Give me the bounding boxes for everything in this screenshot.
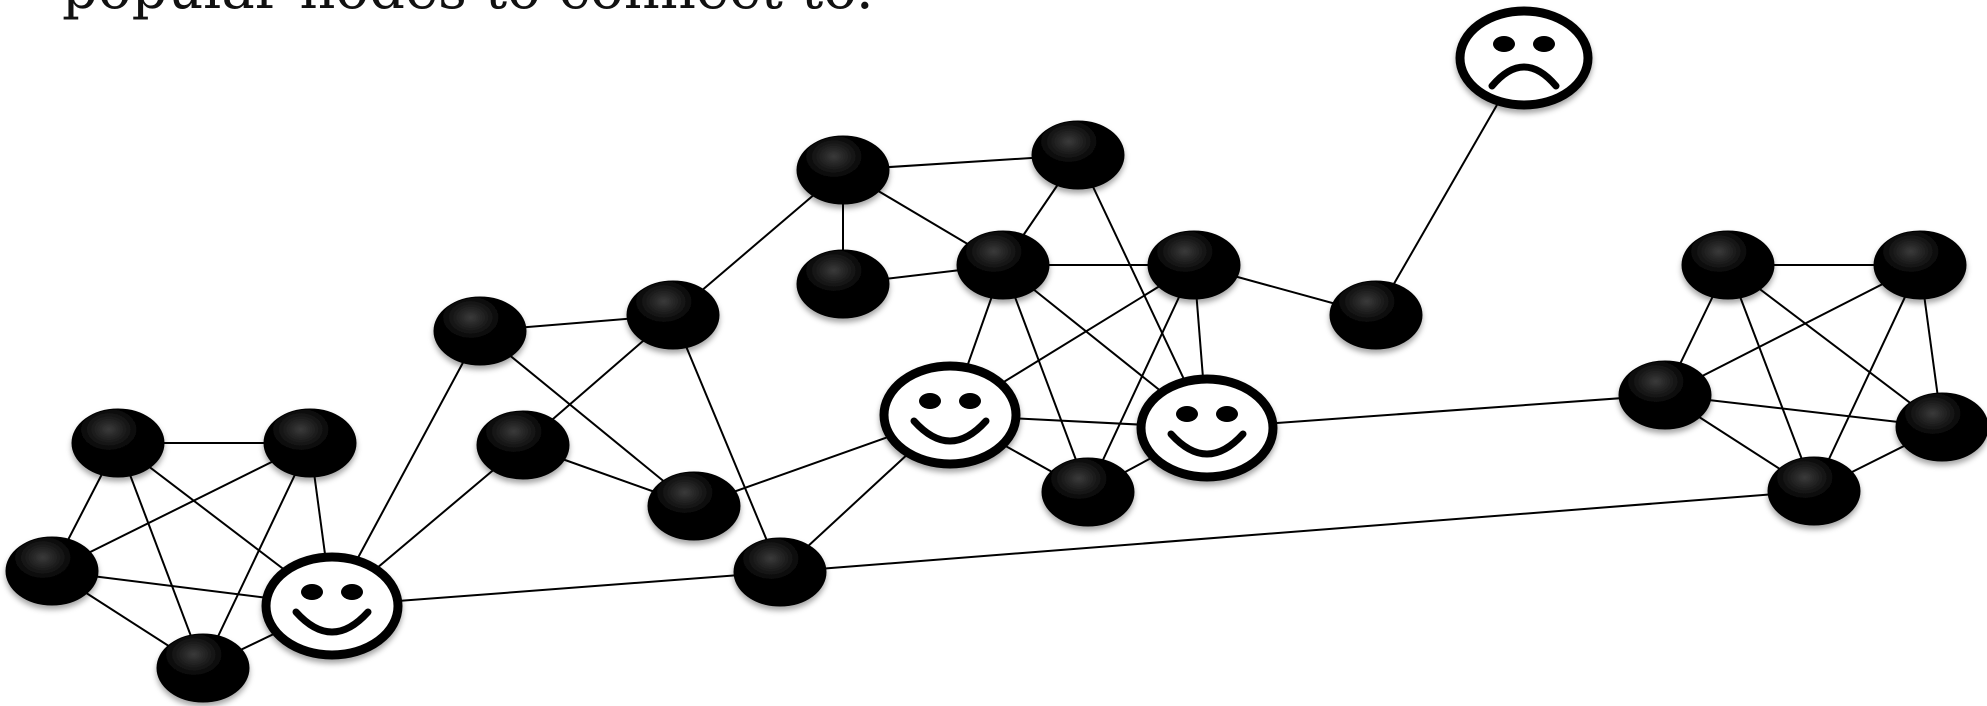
smiley-face-icon [261, 552, 403, 660]
network-node [1329, 280, 1423, 350]
network-node [1147, 230, 1241, 300]
edge [117, 442, 204, 669]
network-nodes [5, 120, 1987, 703]
edge [1664, 394, 1943, 428]
network-node [1895, 392, 1987, 462]
network-node [1873, 230, 1967, 300]
smiley-face-icon [879, 361, 1021, 469]
edge [1002, 264, 1089, 493]
network-faces [261, 6, 1593, 660]
network-node [1767, 456, 1861, 526]
edge [779, 490, 1815, 573]
network-node [71, 408, 165, 478]
network-node [263, 408, 357, 478]
network-node [626, 280, 720, 350]
edge [1727, 264, 1943, 428]
smiley-face-icon [1136, 374, 1278, 482]
edge [1206, 394, 1666, 429]
slide-caption: popular nodes to connect to. [62, 0, 874, 18]
edge [1813, 264, 1921, 492]
network-node [647, 471, 741, 541]
network-node [156, 633, 250, 703]
edge [672, 314, 781, 573]
edge [51, 442, 311, 572]
network-node [1681, 230, 1775, 300]
network-node [1618, 360, 1712, 430]
edge [202, 442, 311, 669]
network-node [796, 249, 890, 319]
sad-face-icon [1455, 6, 1593, 110]
network-node [796, 135, 890, 205]
network-node [733, 537, 827, 607]
network-node [1041, 457, 1135, 527]
network-node [1031, 120, 1125, 190]
network-node [476, 410, 570, 480]
edge [1087, 264, 1195, 493]
network-node [433, 296, 527, 366]
edge [331, 571, 781, 607]
edge [479, 330, 695, 507]
edge [1664, 264, 1921, 396]
network-node [5, 536, 99, 606]
edge [1727, 264, 1815, 492]
network-node [956, 230, 1050, 300]
